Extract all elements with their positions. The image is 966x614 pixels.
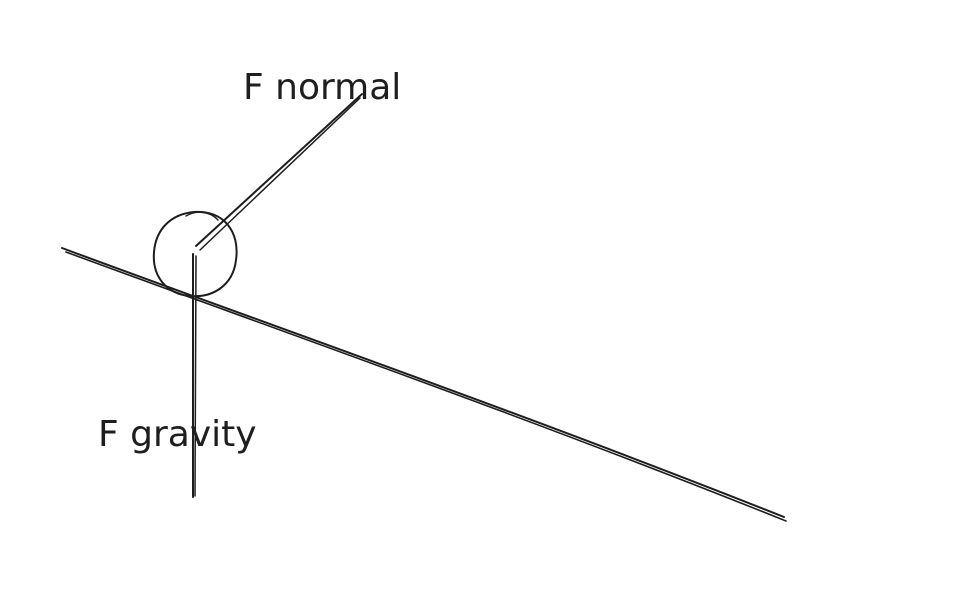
ball xyxy=(152,210,238,298)
normal-force-vector xyxy=(195,93,363,251)
gravity-force-vector xyxy=(192,253,197,498)
incline-plane xyxy=(61,247,787,522)
normal-force-label: F normal xyxy=(243,67,401,108)
gravity-force-label: F gravity xyxy=(98,414,257,455)
